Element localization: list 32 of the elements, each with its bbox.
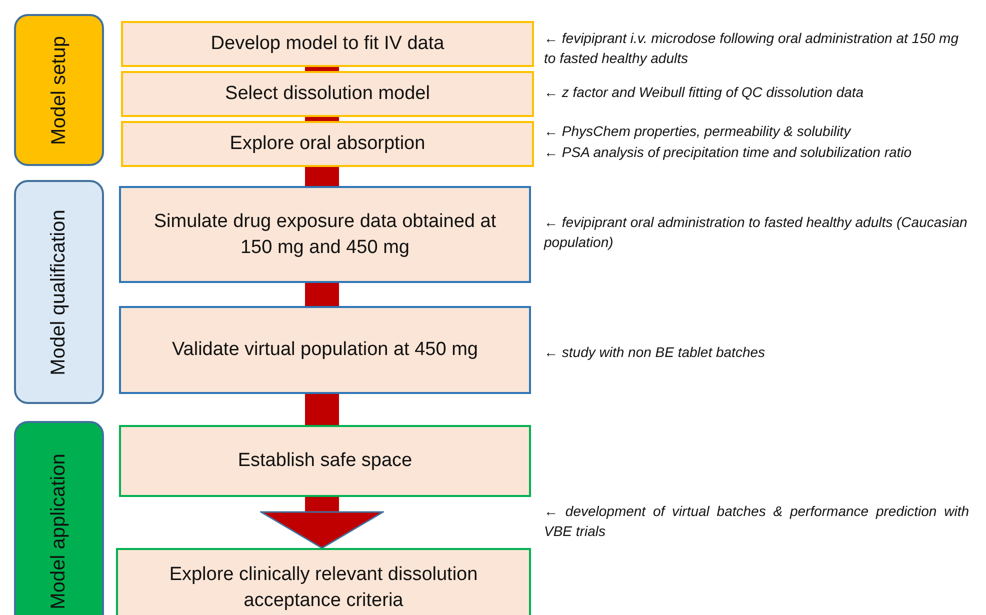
annotation-note: ← z factor and Weibull fitting of QC dissolution data [544,83,865,102]
step-text: Simulate drug exposure data obtained at 150 mg and 450 mg [152,210,498,260]
annotation-note: ← PSA analysis of precipitation time and solubilization ratio [544,143,913,162]
step-text: Explore clinically relevant dissolution acceptance criteria [168,563,479,613]
process-box [121,21,534,67]
step-text: Validate virtual population at 450 mg [172,338,478,362]
step-text: Establish safe space [238,449,412,474]
process-box [121,121,534,167]
phase-band [14,14,104,166]
step-text: Explore oral absorption [230,132,426,156]
annotation-note: ← study with non BE tablet batches [544,343,766,362]
step-text: Select dissolution model [225,82,430,106]
connector-bar [305,117,339,121]
phase-band [14,421,104,615]
process-box [119,306,531,394]
process-box [121,71,534,117]
annotation-note: ← development of virtual batches & performance prediction with VBE trials [544,502,969,542]
process-box [116,548,531,615]
connector-bar [305,283,339,306]
block-arrow [260,497,384,549]
process-box [119,425,531,497]
connector-bar [305,67,339,71]
annotation-note: ← PhysChem properties, permeability & solubility [544,122,852,141]
phase-band [14,180,104,404]
step-text: Develop model to fit IV data [210,32,444,56]
phase-label: Model qualification [48,209,70,375]
phase-label: Model application [48,453,70,609]
phase-label: Model setup [48,36,70,144]
connector-bar [305,167,339,186]
annotation-note: ← fevipiprant oral administration to fasted healthy adults (Caucasian population) [544,213,968,252]
annotation-note: ← fevipiprant i.v. microdose following oral administration at 150 mg to fasted healthy adults [544,29,960,68]
process-box [119,186,531,283]
